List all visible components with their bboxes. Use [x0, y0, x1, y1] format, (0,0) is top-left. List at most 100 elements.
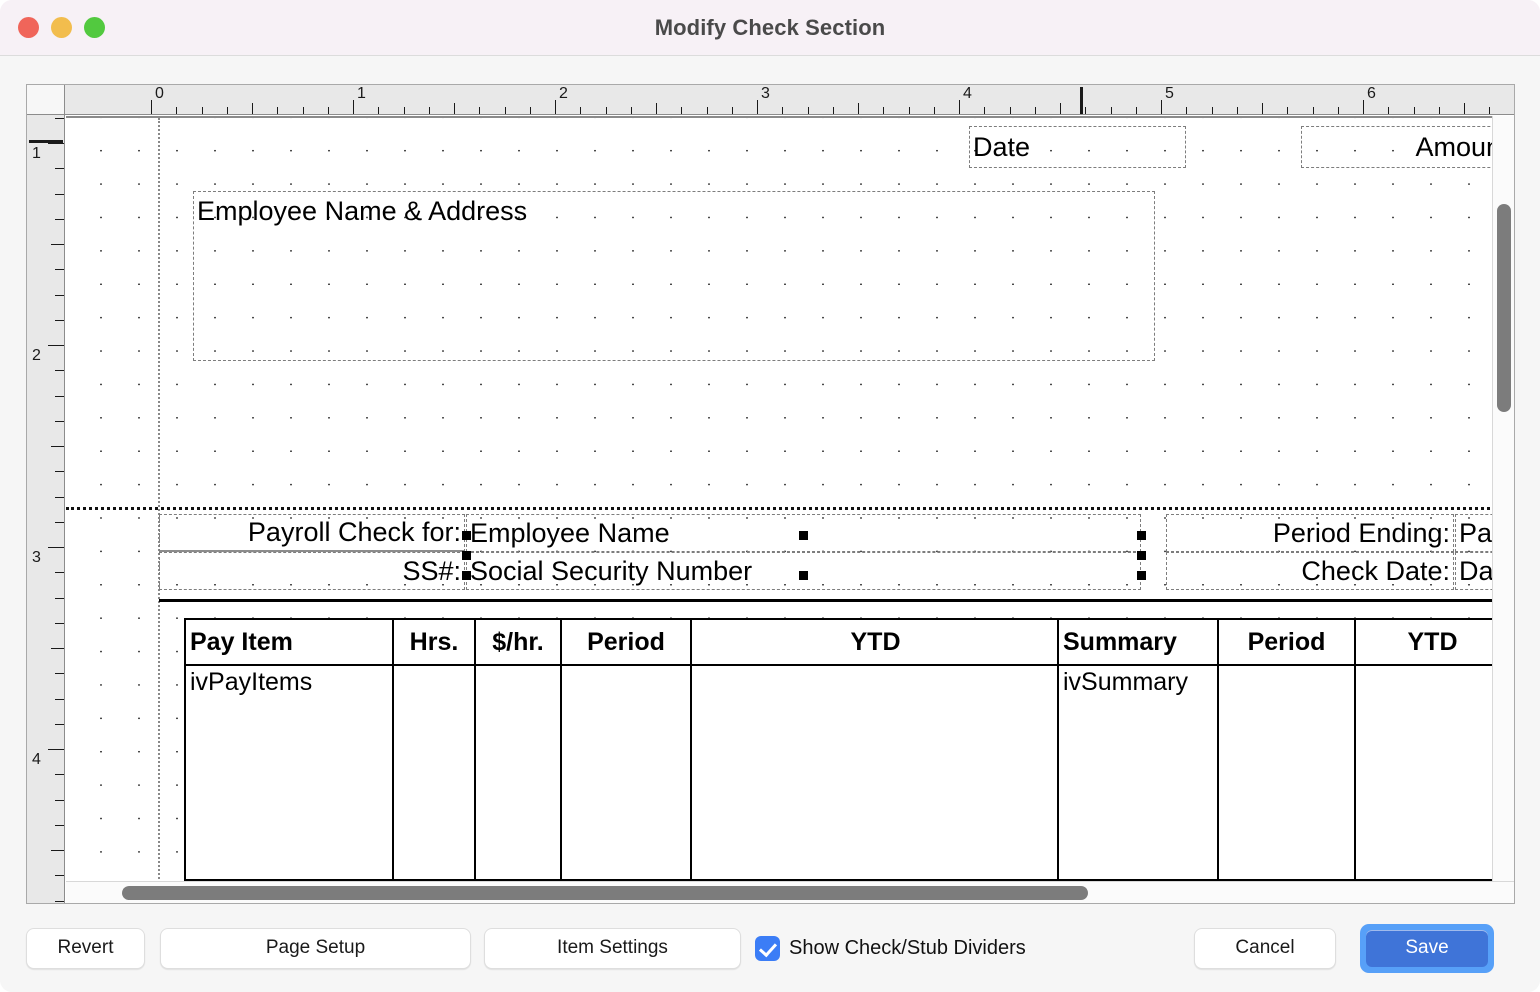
ruler-tick-v — [55, 496, 64, 498]
table-row[interactable]: ivPayItems — [184, 664, 1061, 881]
amount-numeric-field[interactable]: Amount (Num — [1301, 126, 1492, 168]
ruler-label-h: 1 — [357, 85, 366, 102]
column-header[interactable]: Period — [1217, 618, 1356, 666]
ruler-tick-h — [529, 107, 531, 114]
column-header[interactable]: YTD — [690, 618, 1061, 666]
revert-button[interactable]: Revert — [26, 927, 145, 969]
table-cell[interactable]: ivPayItems — [184, 664, 394, 881]
table-cell[interactable] — [474, 664, 562, 881]
selection-handle-right-bottom[interactable] — [1137, 571, 1146, 580]
ruler-tick-v — [51, 244, 64, 245]
ruler-tick-h — [1489, 107, 1491, 114]
period-ending-text: Period Ending: — [1272, 517, 1450, 548]
selection-handle-left-mid[interactable] — [462, 551, 471, 560]
ruler-tick-v — [55, 420, 64, 422]
show-dividers-checkbox-group[interactable]: Show Check/Stub Dividers — [755, 935, 1026, 961]
table-cell[interactable] — [1217, 664, 1356, 881]
ruler-tick-v — [55, 319, 64, 321]
ruler-label-h: 2 — [559, 85, 568, 102]
left-margin-guide — [158, 118, 160, 881]
column-header[interactable]: Period — [560, 618, 692, 666]
horizontal-scrollbar[interactable] — [66, 881, 1514, 903]
zoom-button[interactable] — [84, 17, 105, 38]
item-settings-button[interactable]: Item Settings — [484, 927, 741, 969]
window-titlebar: Modify Check Section — [0, 0, 1540, 56]
horizontal-scrollbar-thumb[interactable] — [122, 886, 1088, 900]
ss-number-label[interactable]: SS#: — [159, 552, 465, 590]
ruler-tick-h — [1464, 103, 1465, 114]
top-margin-marker[interactable] — [29, 140, 63, 143]
table-cell[interactable] — [1354, 664, 1492, 881]
selection-handle-right-top[interactable] — [1137, 531, 1146, 540]
column-header[interactable]: Hrs. — [392, 618, 476, 666]
minimize-button[interactable] — [51, 17, 72, 38]
vertical-scrollbar[interactable] — [1492, 116, 1514, 881]
design-canvas[interactable]: Date Amount (Num Employee Name & Address… — [66, 116, 1492, 881]
employee-name-field[interactable]: Employee Name — [466, 514, 1141, 552]
ss-number-field[interactable]: Social Security Number — [466, 552, 1141, 590]
employee-name-text: Employee Name — [470, 517, 670, 548]
ruler-tick-h — [1085, 107, 1087, 114]
check-stub-divider — [66, 507, 1492, 510]
ruler-tick-h — [479, 107, 481, 114]
right-margin-marker[interactable] — [1080, 87, 1084, 114]
check-page[interactable]: Date Amount (Num Employee Name & Address… — [66, 118, 1492, 881]
selection-handle-left-top[interactable] — [462, 531, 471, 540]
show-dividers-checkbox[interactable] — [755, 935, 780, 961]
employee-address-field[interactable]: Employee Name & Address — [193, 191, 1155, 361]
close-button[interactable] — [18, 17, 39, 38]
ruler-tick-h — [277, 107, 279, 114]
ruler-tick-v — [55, 824, 64, 826]
ruler-tick-h — [252, 103, 253, 114]
selection-handle-left-bottom[interactable] — [462, 571, 471, 580]
ruler-tick-v — [55, 799, 64, 801]
page-setup-button[interactable]: Page Setup — [160, 927, 471, 969]
ruler-tick-v — [48, 547, 64, 548]
item-settings-button-label: Item Settings — [557, 937, 668, 958]
table-row[interactable]: ivSummary — [1057, 664, 1492, 881]
cancel-button-label: Cancel — [1235, 937, 1295, 958]
date2-field[interactable]: Date2 — [1455, 552, 1492, 590]
selection-handle-top-center[interactable] — [799, 531, 808, 540]
ruler-tick-v — [48, 749, 64, 750]
cancel-button[interactable]: Cancel — [1194, 927, 1336, 969]
period-ending-label[interactable]: Period Ending: — [1166, 514, 1454, 552]
ruler-tick-h — [1161, 100, 1162, 114]
column-header[interactable]: YTD — [1354, 618, 1492, 666]
ruler-tick-h — [1337, 107, 1339, 114]
ruler-tick-h — [226, 107, 228, 114]
ruler-tick-h — [504, 107, 506, 114]
ruler-tick-h — [378, 107, 380, 114]
column-header[interactable]: Summary — [1057, 618, 1219, 666]
save-button[interactable]: Save — [1366, 929, 1488, 967]
table-cell[interactable]: ivSummary — [1057, 664, 1219, 881]
payroll-check-for-label[interactable]: Payroll Check for: — [159, 514, 465, 552]
ruler-label-h: 0 — [155, 85, 164, 102]
ruler-tick-h — [1009, 107, 1011, 114]
ruler-tick-h — [605, 107, 607, 114]
ruler-tick-h — [176, 107, 178, 114]
column-header[interactable]: Pay Item — [184, 618, 394, 666]
ruler-tick-h — [959, 100, 960, 114]
ruler-tick-v — [55, 774, 64, 776]
column-header[interactable]: $/hr. — [474, 618, 562, 666]
pay-period-field[interactable]: Pay Peri — [1455, 514, 1492, 552]
ss-number-label-text: SS#: — [402, 555, 461, 586]
ruler-tick-h — [201, 107, 203, 114]
date-field[interactable]: Date — [969, 126, 1186, 168]
selection-handle-bottom-center[interactable] — [799, 571, 808, 580]
table-cell[interactable] — [392, 664, 476, 881]
table-cell[interactable] — [690, 664, 1061, 881]
table-cell[interactable] — [560, 664, 692, 881]
dialog-toolbar: Revert Page Setup Item Settings Show Che… — [0, 904, 1540, 992]
ruler-tick-v — [55, 622, 64, 624]
selection-handle-right-mid[interactable] — [1137, 551, 1146, 560]
check-date-label[interactable]: Check Date: — [1166, 552, 1454, 590]
vertical-scrollbar-thumb[interactable] — [1497, 204, 1511, 412]
ss-number-text: Social Security Number — [470, 555, 753, 586]
